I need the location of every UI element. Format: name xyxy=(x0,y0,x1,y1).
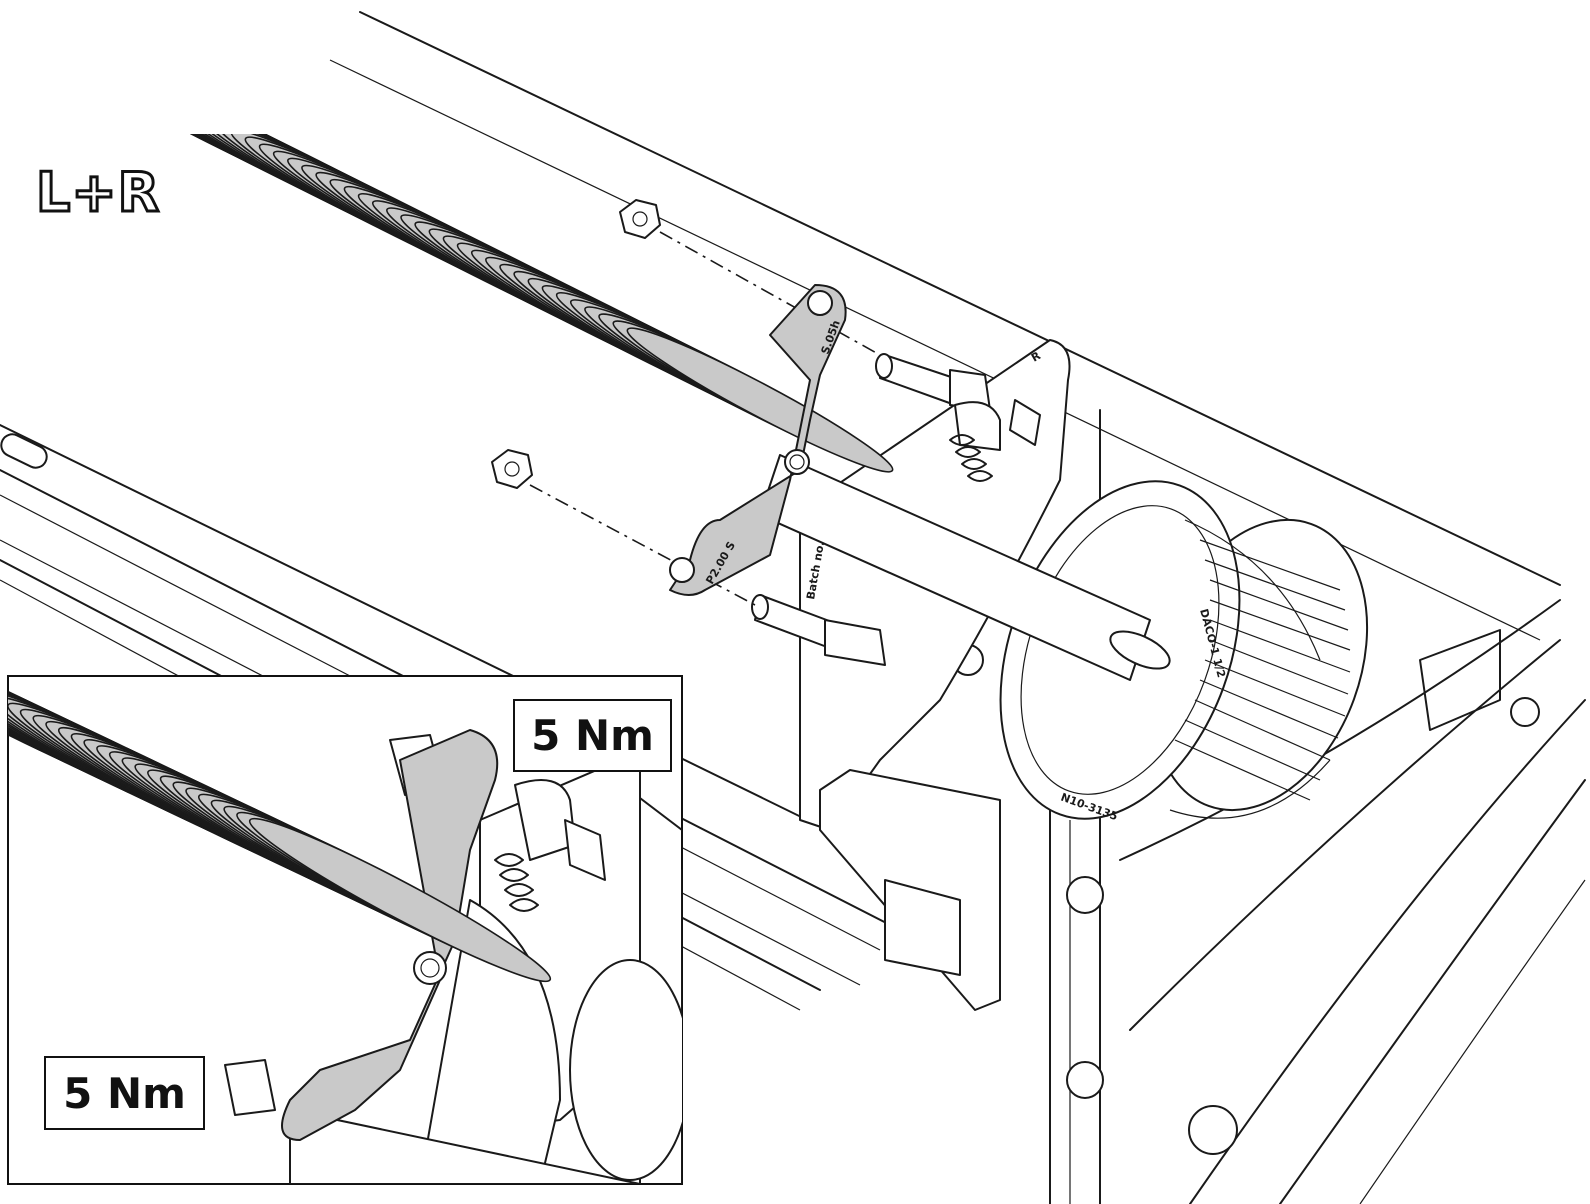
side-label: L+R xyxy=(34,161,161,224)
crop-mask xyxy=(190,0,274,134)
spring-coil xyxy=(626,327,894,473)
crop-mask xyxy=(0,0,190,420)
torque-label-upper: 5 Nm xyxy=(513,699,672,772)
hex-nuts xyxy=(491,199,661,489)
tension-spring xyxy=(949,399,1041,482)
bolts xyxy=(751,353,1001,666)
spring-cone: S.05h P2.00 S xyxy=(669,284,847,596)
alignment-lines xyxy=(529,231,881,606)
spring-coil xyxy=(248,817,552,983)
door-frame-lines xyxy=(0,11,1586,1204)
torque-label-lower: 5 Nm xyxy=(44,1056,205,1130)
